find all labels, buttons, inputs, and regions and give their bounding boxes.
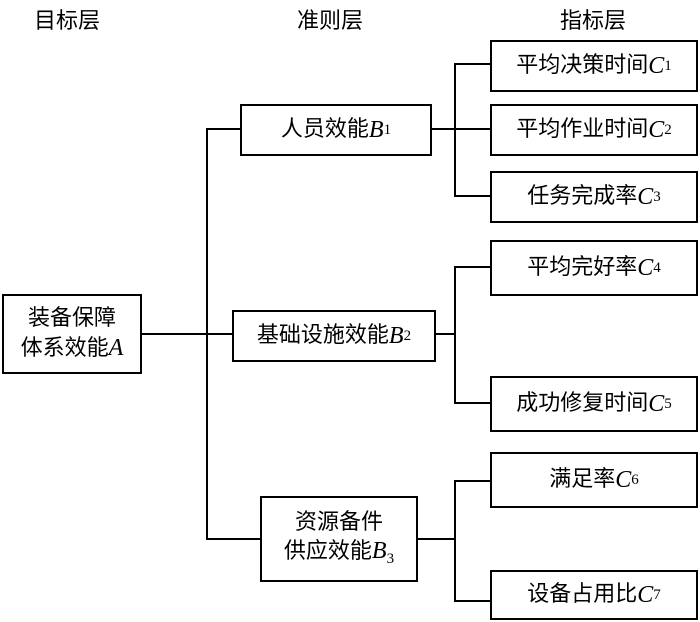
connector-to-c1 bbox=[454, 63, 492, 65]
goal-variable: A bbox=[108, 334, 124, 361]
header-index-layer: 指标层 bbox=[560, 9, 627, 34]
connector-goal-to-trunk bbox=[140, 333, 208, 335]
connector-trunk-to-b2 bbox=[206, 333, 234, 335]
connector-to-c7 bbox=[454, 600, 492, 602]
connector-to-c4 bbox=[454, 266, 492, 268]
connector-b1-indicator-trunk bbox=[454, 63, 456, 197]
connector-to-c6 bbox=[454, 480, 492, 482]
goal-line2: 体系效能A bbox=[20, 334, 124, 361]
header-criteria-layer: 准则层 bbox=[297, 9, 364, 34]
goal-line1: 装备保障 bbox=[27, 306, 116, 332]
connector-trunk-to-b1 bbox=[206, 128, 242, 130]
criteria-box-b3: 资源备件 供应效能B3 bbox=[260, 496, 418, 582]
connector-b2-to-trunk bbox=[434, 333, 456, 335]
connector-to-c5 bbox=[454, 402, 492, 404]
header-goal-layer: 目标层 bbox=[34, 9, 101, 34]
connector-b3-indicator-trunk bbox=[454, 480, 456, 602]
connector-b3-to-trunk bbox=[416, 538, 456, 540]
criteria-b3-line1: 资源备件 bbox=[294, 509, 383, 535]
connector-b1-to-trunk bbox=[430, 128, 456, 130]
connector-trunk-to-b3 bbox=[206, 538, 262, 540]
connector-b2-indicator-trunk bbox=[454, 266, 456, 404]
criteria-b3-line2: 供应效能B3 bbox=[283, 538, 395, 568]
connector-to-c2 bbox=[454, 128, 492, 130]
goal-box: 装备保障 体系效能A bbox=[2, 294, 142, 374]
connector-to-c3 bbox=[454, 195, 492, 197]
